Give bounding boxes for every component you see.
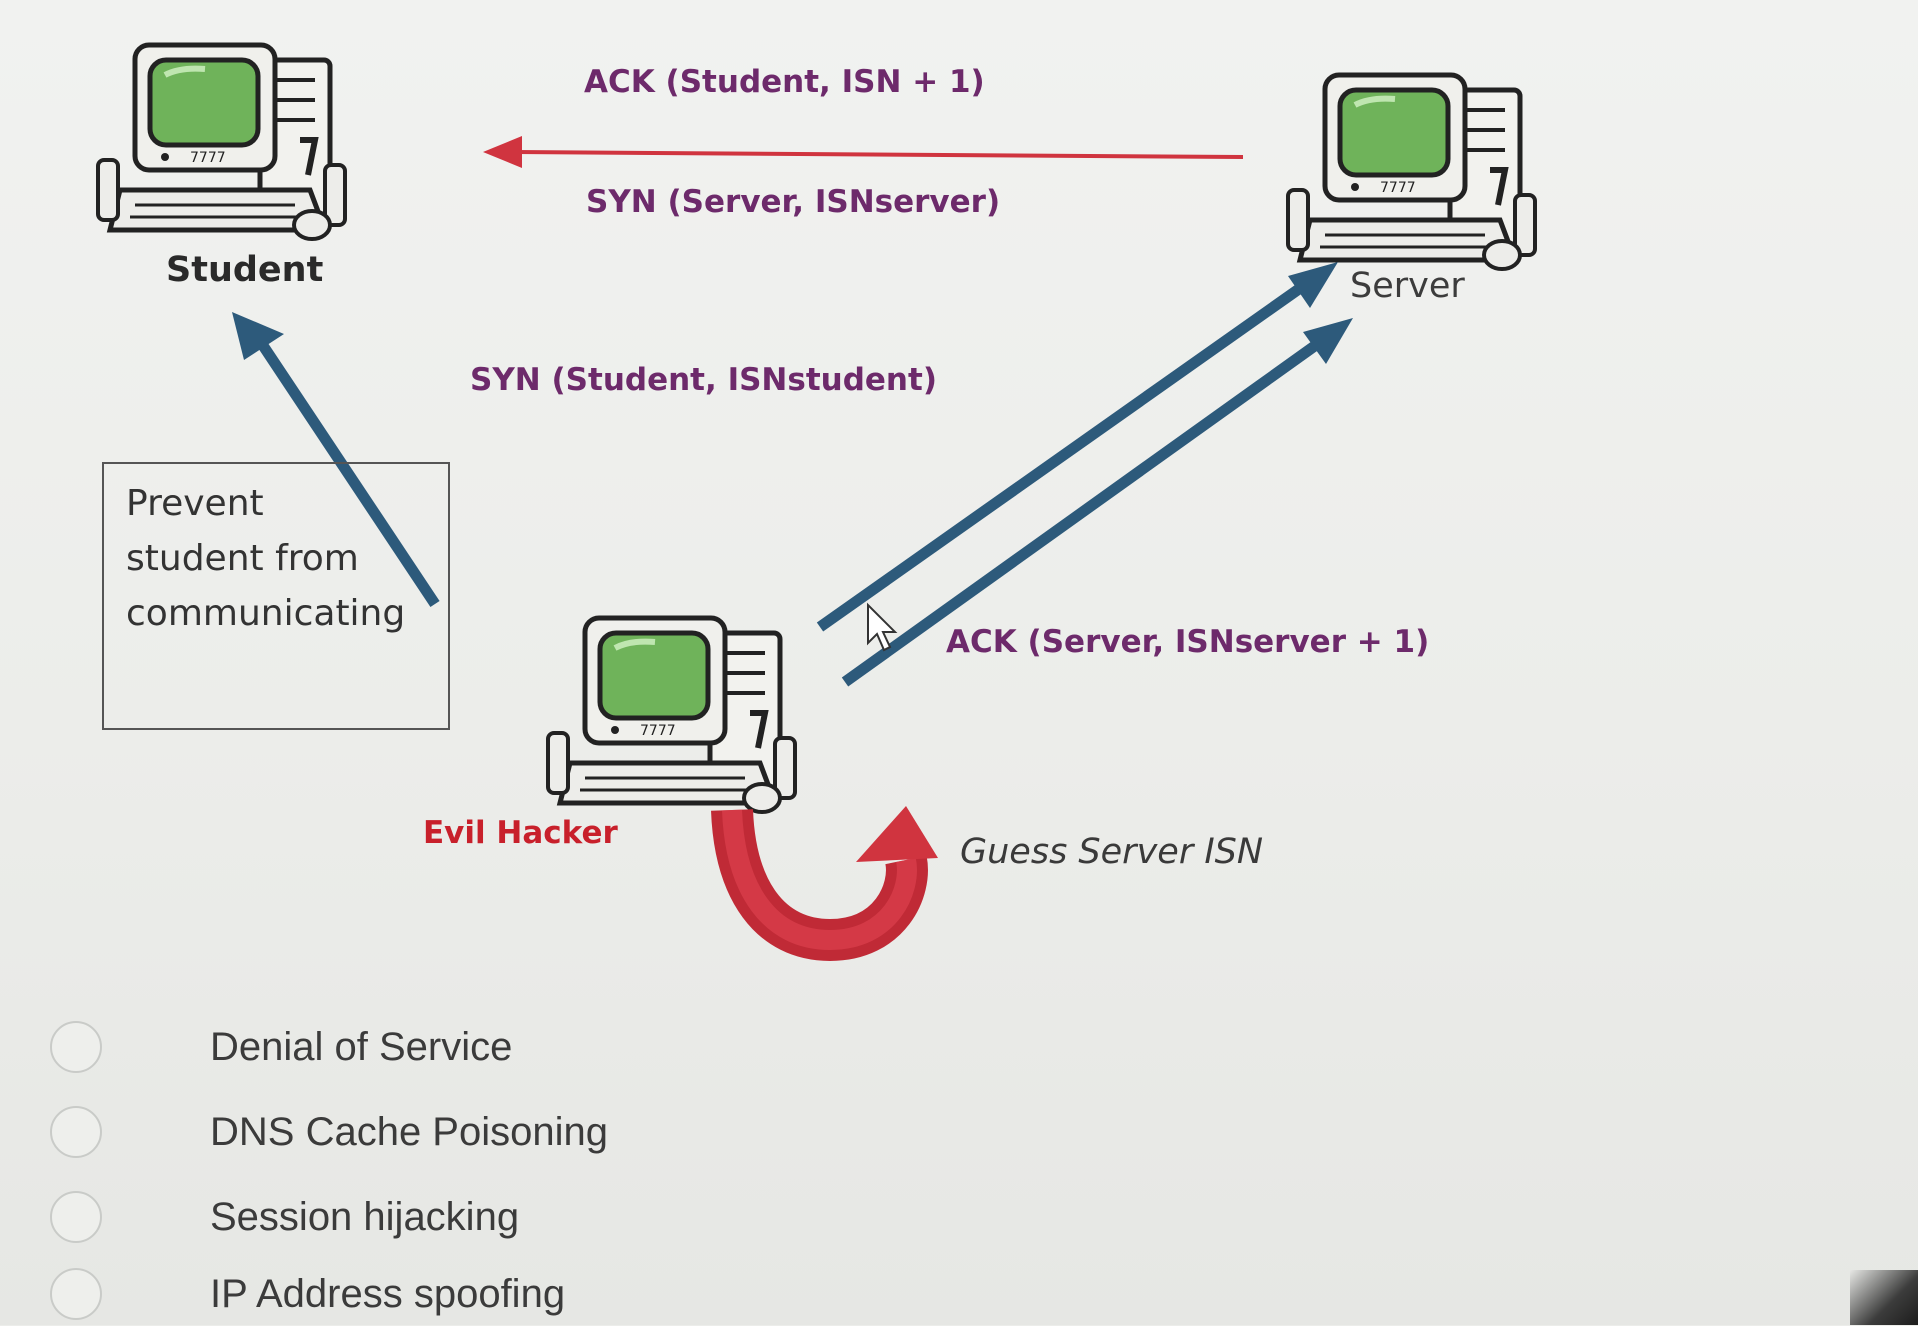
hacker-to-student-arrow — [232, 312, 440, 608]
prevent-note-box — [102, 462, 450, 730]
option-denial-of-service[interactable]: Denial of Service — [50, 1015, 750, 1079]
screen-edge-shadow — [1850, 1270, 1918, 1325]
option-ip-address-spoofing[interactable]: IP Address spoofing — [50, 1262, 750, 1326]
ack-server-label: ACK (Server, ISNserver + 1) — [946, 624, 1430, 660]
server-label: Server — [1350, 266, 1465, 306]
syn-student-label: SYN (Student, ISNstudent) — [470, 362, 937, 398]
option-session-hijacking[interactable]: Session hijacking — [50, 1185, 750, 1249]
hacker-computer-icon — [548, 618, 795, 812]
option-label: DNS Cache Poisoning — [210, 1109, 608, 1154]
guess-isn-uturn-arrow — [711, 806, 938, 962]
hacker-to-server-arrow-upper — [816, 262, 1338, 632]
server-to-student-arrow — [483, 136, 1244, 168]
prevent-note-text: Prevent student from communicating — [126, 483, 406, 634]
option-label: Session hijacking — [210, 1194, 520, 1239]
ack-student-label: ACK (Student, ISN + 1) — [584, 64, 985, 100]
radio-button[interactable] — [50, 1021, 102, 1073]
evil-hacker-label: Evil Hacker — [423, 815, 618, 851]
student-label: Student — [166, 250, 324, 290]
radio-button[interactable] — [50, 1106, 102, 1158]
radio-button[interactable] — [50, 1268, 102, 1320]
student-computer-icon — [98, 45, 345, 239]
option-label: Denial of Service — [210, 1024, 513, 1069]
radio-button[interactable] — [50, 1191, 102, 1243]
syn-server-label: SYN (Server, ISNserver) — [586, 184, 1001, 220]
mouse-cursor-icon — [867, 602, 898, 652]
server-computer-icon — [1288, 75, 1535, 269]
option-dns-cache-poisoning[interactable]: DNS Cache Poisoning — [50, 1100, 750, 1164]
option-label: IP Address spoofing — [210, 1271, 566, 1316]
guess-server-isn-label: Guess Server ISN — [960, 832, 1264, 872]
hacker-to-server-arrow-lower — [841, 318, 1353, 687]
